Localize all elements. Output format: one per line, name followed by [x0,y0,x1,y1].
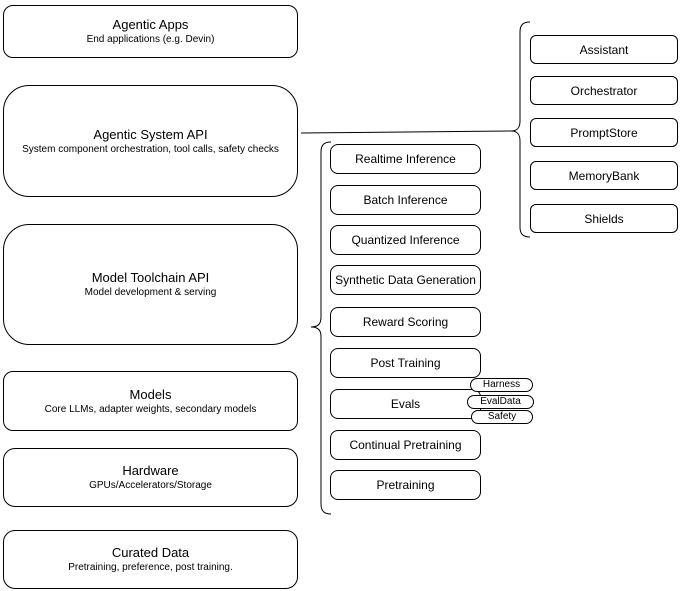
node-label: Shields [584,211,624,226]
node-agentic-apps: Agentic Apps End applications (e.g. Devi… [3,5,298,58]
node-shields: Shields [530,204,678,233]
node-label: EvalData [480,396,521,407]
node-label: Reward Scoring [362,315,449,329]
node-subtitle: Model development & serving [84,287,217,298]
node-evals: Evals [330,389,481,419]
connector-line-system-api [300,130,512,134]
node-label: Safety [487,411,517,422]
node-memorybank: MemoryBank [530,161,678,190]
brace-toolchain [310,141,332,515]
node-subtitle: System component orchestration, tool cal… [22,143,279,155]
node-subtitle: End applications (e.g. Devin) [86,34,215,45]
node-subtitle: GPUs/Accelerators/Storage [89,480,212,491]
node-label: Post Training [370,356,441,370]
node-continual-pretraining: Continual Pretraining [330,430,481,460]
node-models: Models Core LLMs, adapter weights, secon… [3,371,298,431]
node-label: Synthetic Data Generation [335,273,476,287]
node-label: PromptStore [570,125,638,140]
node-label: Continual Pretraining [349,438,462,452]
node-orchestrator: Orchestrator [530,76,678,105]
node-label: Quantized Inference [351,233,460,247]
node-eval-tag-harness: Harness [470,378,533,392]
node-label: MemoryBank [568,168,640,183]
node-label: Batch Inference [363,193,448,207]
node-label: Orchestrator [570,83,638,98]
node-title: Agentic Apps [112,17,189,32]
node-agentic-system-api: Agentic System API System component orch… [3,85,298,197]
node-title: Curated Data [111,545,190,560]
node-eval-tag-evaldata: EvalData [467,395,534,409]
node-label: Assistant [579,42,629,57]
node-pretraining: Pretraining [330,470,481,500]
brace-system-components [510,21,531,238]
node-realtime-inference: Realtime Inference [330,144,481,174]
node-quantized-inference: Quantized Inference [330,225,481,255]
node-subtitle: Pretraining, preference, post training. [68,562,233,573]
node-label: Harness [482,379,521,390]
node-subtitle: Core LLMs, adapter weights, secondary mo… [44,403,257,415]
node-title: Hardware [122,463,179,478]
node-title: Model Toolchain API [91,270,210,285]
node-post-training: Post Training [330,348,481,378]
node-title: Models [129,386,172,402]
node-reward-scoring: Reward Scoring [330,307,481,337]
node-curated-data: Curated Data Pretraining, preference, po… [3,530,298,589]
node-assistant: Assistant [530,35,678,64]
node-label: Realtime Inference [355,152,456,166]
node-title: Agentic System API [93,126,208,142]
node-synthetic-data-generation: Synthetic Data Generation [330,265,481,295]
node-label: Evals [390,397,421,411]
node-model-toolchain-api: Model Toolchain API Model development & … [3,224,298,345]
node-promptstore: PromptStore [530,118,678,147]
node-hardware: Hardware GPUs/Accelerators/Storage [3,448,298,507]
node-batch-inference: Batch Inference [330,185,481,215]
node-label: Pretraining [376,478,435,492]
node-eval-tag-safety: Safety [471,410,533,424]
